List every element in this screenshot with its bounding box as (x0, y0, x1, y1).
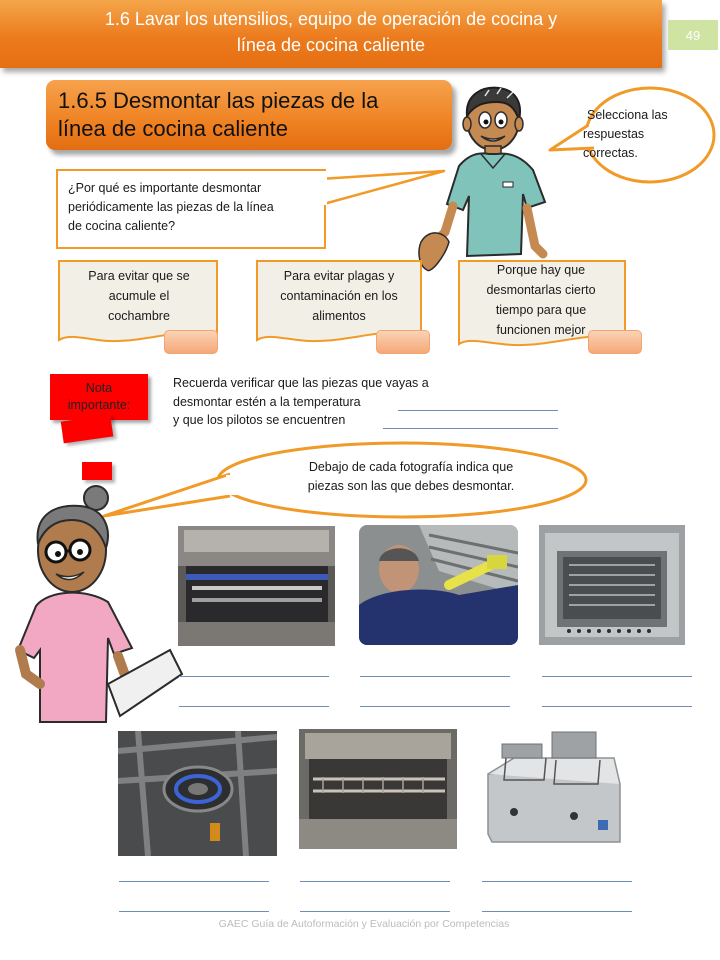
note-exclamation-dot (82, 462, 112, 480)
photo-5-answer-line-1[interactable] (300, 881, 450, 882)
oven-rack-photo-icon (299, 729, 457, 849)
reminder-text: Recuerda verificar que las piezas que va… (173, 374, 473, 430)
section-title-line1: 1.6.5 Desmontar las piezas de la (58, 88, 379, 113)
fryer-basket-photo-icon (539, 525, 685, 645)
reminder-line1: Recuerda verificar que las piezas que va… (173, 376, 429, 390)
question-text: ¿Por qué es importante desmontar periódi… (68, 179, 320, 236)
answer-card-3-text: Porque hay que desmontarlas cierto tiemp… (466, 260, 616, 340)
woman-illustration (15, 485, 184, 723)
answer-3-line4: funcionen mejor (496, 323, 586, 337)
header-title-line1: 1.6 Lavar los utensilios, equipo de oper… (104, 9, 558, 29)
temperature-answer-blank[interactable] (398, 410, 558, 411)
note-tag: Nota importante: (50, 374, 148, 420)
section-title-box: 1.6.5 Desmontar las piezas de la línea d… (46, 80, 452, 150)
instruction-line2: respuestas (583, 127, 645, 141)
answer-1-line1: Para evitar que se (88, 269, 190, 283)
instruction-line3: correctas. (583, 146, 638, 160)
answer-3-line3: tiempo para que (495, 303, 587, 317)
pilots-answer-blank[interactable] (383, 428, 558, 429)
note-line2: importante: (67, 398, 131, 412)
answer-2-select-button[interactable] (376, 330, 430, 354)
photo-2-answer-line-1[interactable] (360, 676, 510, 677)
instruction-line1: Selecciona las (587, 108, 668, 122)
reminder-line2: desmontar estén a la temperatura (173, 394, 361, 409)
photo-4-answer-line-2[interactable] (119, 911, 269, 912)
instruction-bubble (548, 86, 716, 184)
reminder-line3: y que los pilotos se encuentren (173, 413, 346, 427)
photo-gas-burner (118, 731, 277, 856)
note-text: Nota importante: (50, 380, 148, 414)
photo-instruction-line2: piezas son las que debes desmontar. (307, 479, 515, 493)
question-box: ¿Por qué es importante desmontar periódi… (56, 169, 326, 249)
answer-3-line1: Porque hay que (496, 263, 586, 277)
photo-double-fryer (474, 724, 628, 852)
answer-2-line2: contaminación en los (280, 289, 398, 303)
answer-3-select-button[interactable] (588, 330, 642, 354)
answer-1-line3: cochambre (108, 309, 170, 323)
photo-oven-rack (299, 729, 457, 849)
section-title-line2: línea de cocina caliente (58, 116, 288, 141)
question-pointer-cover (321, 171, 327, 205)
double-fryer-photo-icon (474, 724, 628, 852)
answer-2-line1: Para evitar plagas y (283, 269, 395, 283)
photo-fryer-basket (539, 525, 685, 645)
photo-3-answer-line-1[interactable] (542, 676, 692, 677)
header-title: 1.6 Lavar los utensilios, equipo de oper… (0, 6, 662, 58)
photo-worker-cleaning-hood (359, 525, 518, 645)
gas-burner-photo-icon (118, 731, 277, 856)
answer-card-3: Porque hay que desmontarlas cierto tiemp… (458, 260, 626, 348)
photo-5-answer-line-2[interactable] (300, 911, 450, 912)
question-pointer (319, 169, 446, 207)
answer-3-line2: desmontarlas cierto (486, 283, 596, 297)
answer-1-line2: acumule el (108, 289, 170, 303)
question-line3: de cocina caliente? (68, 219, 176, 233)
photo-6-answer-line-1[interactable] (482, 881, 632, 882)
note-line1: Nota (85, 381, 113, 395)
photo-3-answer-line-2[interactable] (542, 706, 692, 707)
answer-1-select-button[interactable] (164, 330, 218, 354)
photo-1-answer-line-2[interactable] (179, 706, 329, 707)
photo-1-answer-line-1[interactable] (179, 676, 329, 677)
salamander-broiler-photo-icon (178, 526, 335, 646)
photo-6-answer-line-2[interactable] (482, 911, 632, 912)
photo-instruction-bubble (102, 441, 588, 519)
answer-card-2: Para evitar plagas y contaminación en lo… (256, 260, 422, 348)
question-line1: ¿Por qué es importante desmontar (68, 181, 262, 195)
photo-salamander-broiler (178, 526, 335, 646)
answer-card-2-text: Para evitar plagas y contaminación en lo… (264, 266, 414, 326)
man-illustration (418, 86, 548, 272)
answer-card-1-text: Para evitar que se acumule el cochambre (66, 266, 212, 326)
worker-cleaning-hood-photo-icon (359, 525, 518, 645)
footer-text: GAEC Guía de Autoformación y Evaluación … (218, 918, 510, 930)
photo-instruction-text: Debajo de cada fotografía indica que pie… (266, 458, 556, 496)
header-title-line2: línea de cocina caliente (236, 35, 426, 55)
answer-2-line3: alimentos (312, 309, 366, 323)
photo-4-answer-line-1[interactable] (119, 881, 269, 882)
instruction-text: Selecciona las respuestas correctas. (583, 106, 699, 163)
section-title: 1.6.5 Desmontar las piezas de la línea d… (58, 87, 448, 143)
photo-2-answer-line-2[interactable] (360, 706, 510, 707)
question-line2: periódicamente las piezas de la línea (68, 200, 274, 214)
photo-instruction-line1: Debajo de cada fotografía indica que (308, 460, 514, 474)
page-number: 49 (668, 20, 718, 50)
header-banner: 1.6 Lavar los utensilios, equipo de oper… (0, 0, 662, 68)
